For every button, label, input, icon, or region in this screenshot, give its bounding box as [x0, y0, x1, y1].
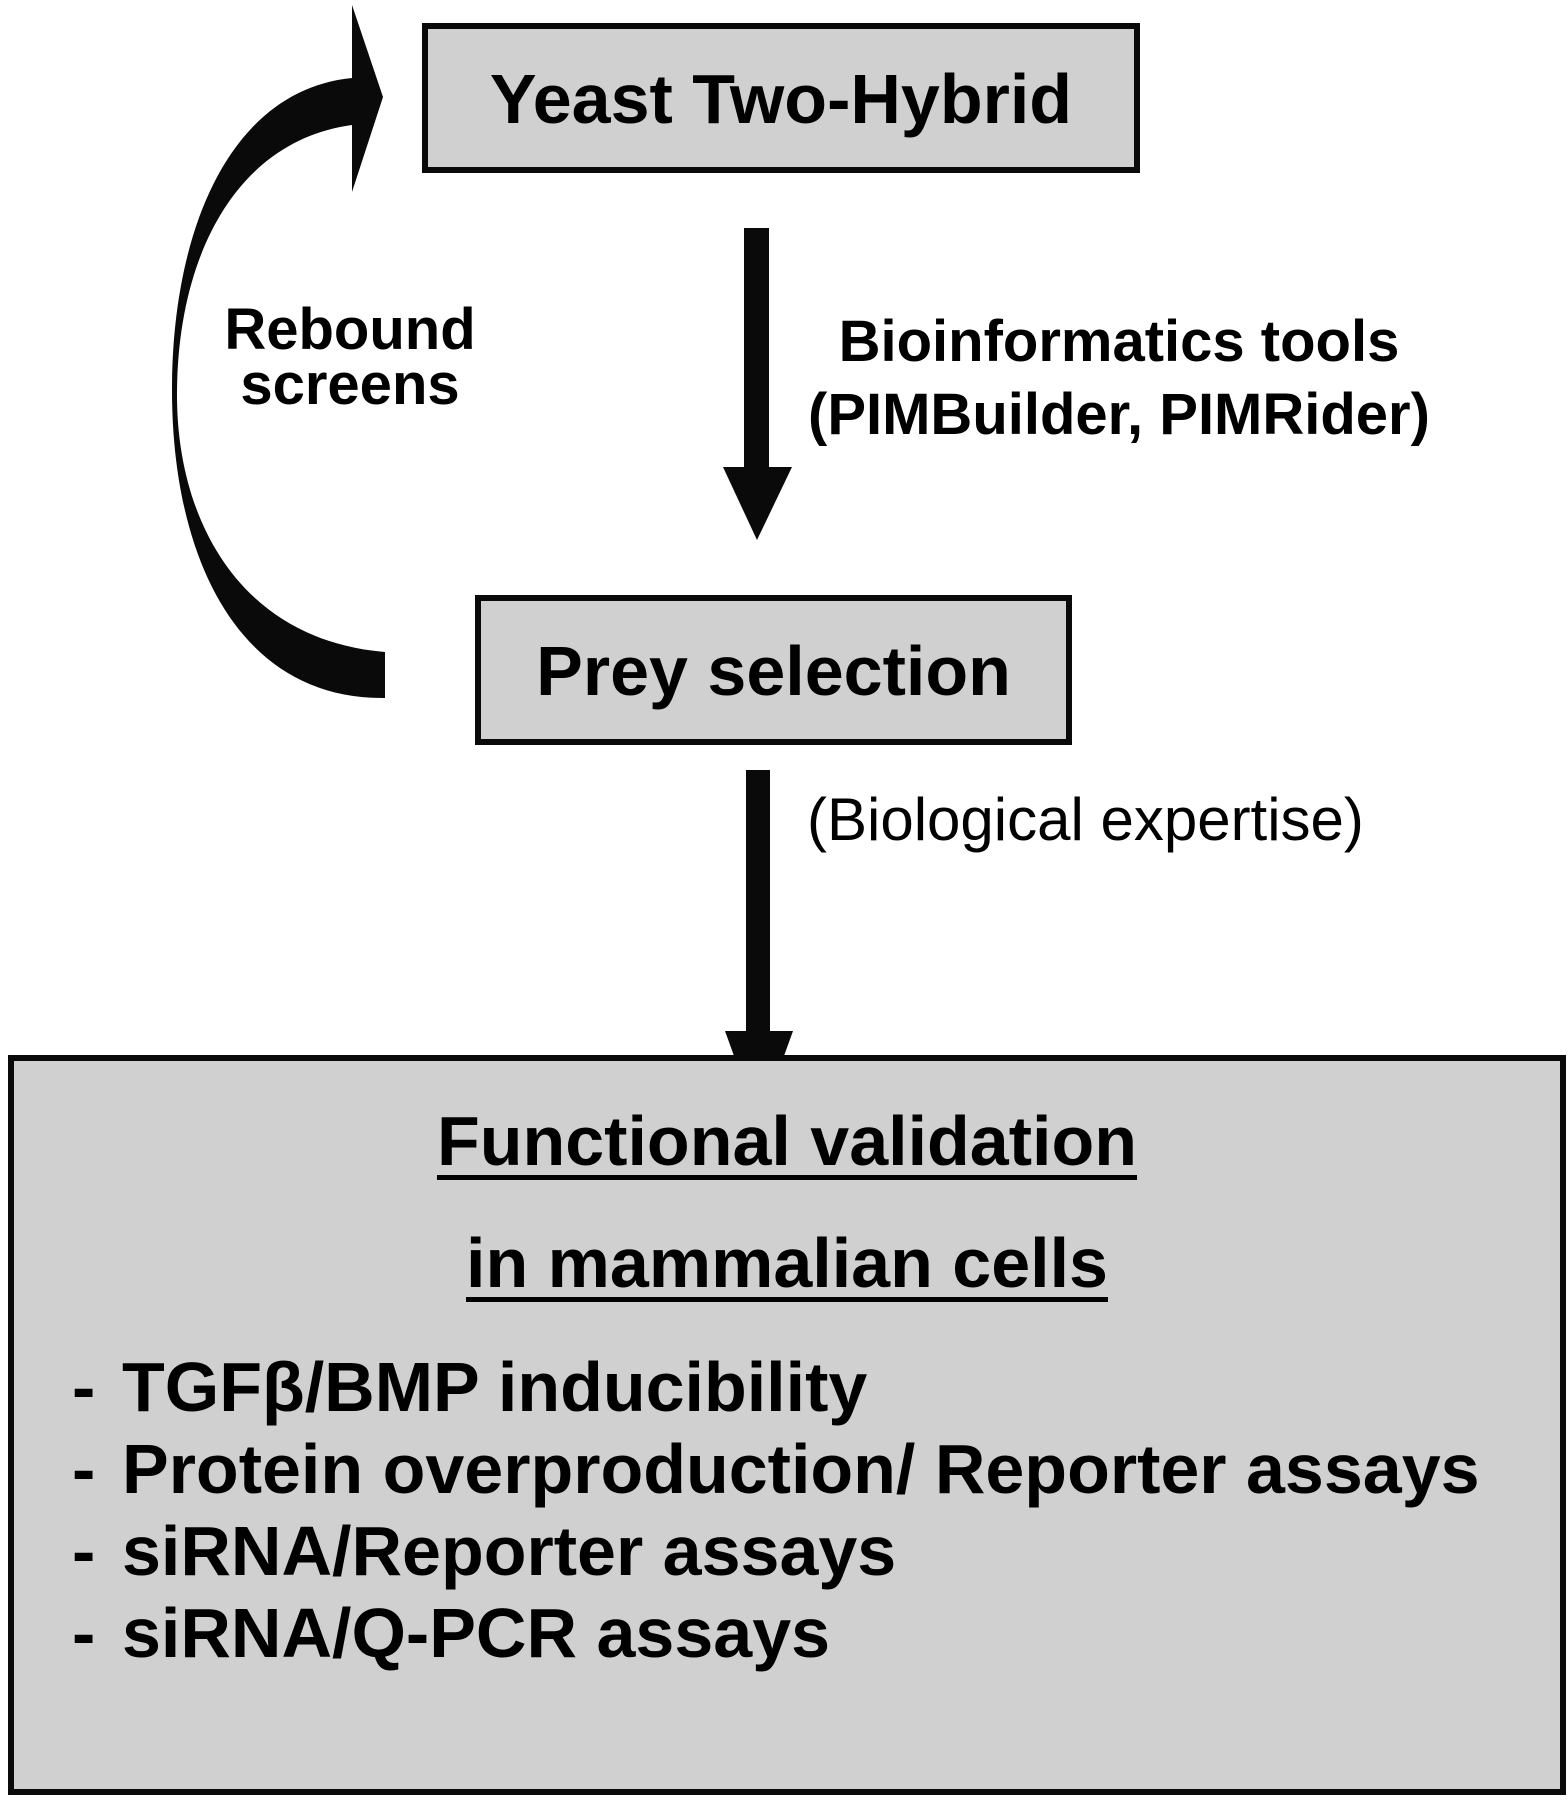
assay-item: -siRNA/Q-PCR assays: [72, 1592, 1480, 1674]
bullet-dash: -: [72, 1348, 96, 1426]
bioinformatics-tools-label: Bioinformatics tools (PIMBuilder, PIMRid…: [808, 305, 1430, 451]
assay-item: -TGFβ/BMP inducibility: [72, 1346, 1480, 1428]
assay-item: -siRNA/Reporter assays: [72, 1510, 1480, 1592]
yeast-two-hybrid-label: Yeast Two-Hybrid: [489, 60, 1073, 138]
rebound-line-2: screens: [240, 352, 460, 417]
bullet-dash: -: [72, 1512, 96, 1590]
arrow-shaft: [744, 228, 769, 468]
bullet-dash: -: [72, 1430, 96, 1508]
prey-selection-label: Prey selection: [536, 632, 1011, 710]
rebound-line-1: Rebound: [224, 297, 476, 362]
validation-title-line-1: Functional validation: [436, 1102, 1138, 1180]
assay-list: -TGFβ/BMP inducibility -Protein overprod…: [72, 1346, 1480, 1674]
rebound-curved-arrow-icon: [172, 5, 385, 699]
bioinfo-line-2: (PIMBuilder, PIMRider): [808, 382, 1430, 447]
functional-validation-box: Functional validation in mammalian cells…: [8, 1055, 1566, 1795]
bioinformatics-down-arrow-icon: [723, 228, 792, 540]
prey-selection-box: Prey selection: [475, 595, 1072, 745]
yeast-two-hybrid-box: Yeast Two-Hybrid: [422, 23, 1140, 173]
arrow-head: [723, 467, 792, 540]
assay-text: siRNA/Reporter assays: [122, 1512, 897, 1590]
arrow-shaft: [746, 770, 770, 1032]
assay-text: siRNA/Q-PCR assays: [122, 1594, 831, 1672]
assay-text: Protein overproduction/ Reporter assays: [122, 1430, 1480, 1508]
validation-title-line-2: in mammalian cells: [466, 1224, 1108, 1302]
biological-down-arrow-icon: [725, 770, 793, 1125]
bullet-dash: -: [72, 1594, 96, 1672]
assay-item: -Protein overproduction/ Reporter assays: [72, 1428, 1480, 1510]
biological-expertise-label: (Biological expertise): [807, 786, 1364, 853]
rebound-screens-label: Rebound screens: [210, 297, 490, 417]
bioinfo-line-1: Bioinformatics tools: [838, 309, 1400, 374]
assay-text: TGFβ/BMP inducibility: [122, 1348, 868, 1426]
